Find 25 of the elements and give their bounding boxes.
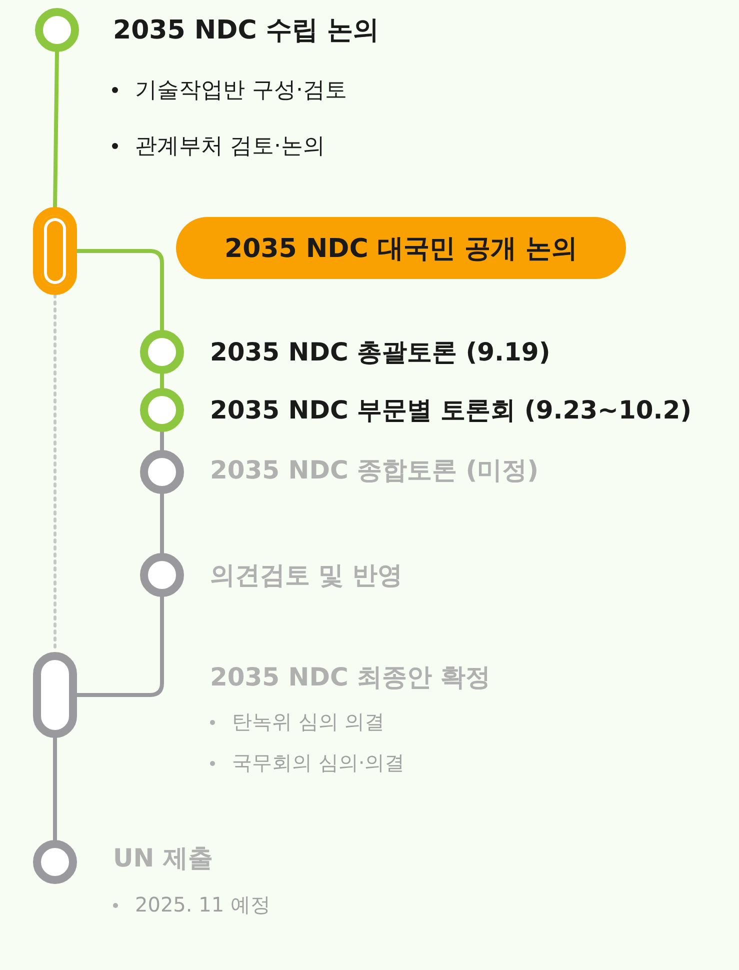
timeline-dot xyxy=(140,388,184,432)
timeline-connector xyxy=(160,430,164,452)
highlight-banner: 2035 NDC 대국민 공개 논의 xyxy=(176,217,626,279)
timeline-pill xyxy=(33,207,77,295)
bullet-item: 2025. 11 예정 xyxy=(135,892,270,918)
step-title: 2035 NDC 수립 논의 xyxy=(113,14,379,48)
step-title: 2035 NDC 종합토론 (미정) xyxy=(210,454,539,486)
bullet-item: 탄녹위 심의 의결 xyxy=(232,708,385,736)
timeline-dot xyxy=(35,8,79,52)
bullet-item: 국무회의 심의·의결 xyxy=(232,750,405,776)
timeline-connector xyxy=(53,50,59,209)
timeline-connector xyxy=(160,372,164,390)
timeline-dot xyxy=(33,840,77,884)
bullet-item: 기술작업반 구성·검토 xyxy=(135,77,347,105)
step-title: 2035 NDC 총괄토론 (9.19) xyxy=(210,336,550,368)
step-title: UN 제출 xyxy=(113,842,213,874)
timeline-connector xyxy=(75,249,164,332)
timeline-connector xyxy=(53,736,57,842)
timeline-connector xyxy=(160,492,164,555)
step-title: 2035 NDC 최종안 확정 xyxy=(210,662,491,694)
timeline-connector xyxy=(75,595,164,697)
step-title: 의견검토 및 반영 xyxy=(210,560,402,592)
timeline-pill xyxy=(33,652,77,738)
bullet-item: 관계부처 검토·논의 xyxy=(135,133,325,161)
step-title: 2035 NDC 부문별 토론회 (9.23~10.2) xyxy=(210,394,692,426)
